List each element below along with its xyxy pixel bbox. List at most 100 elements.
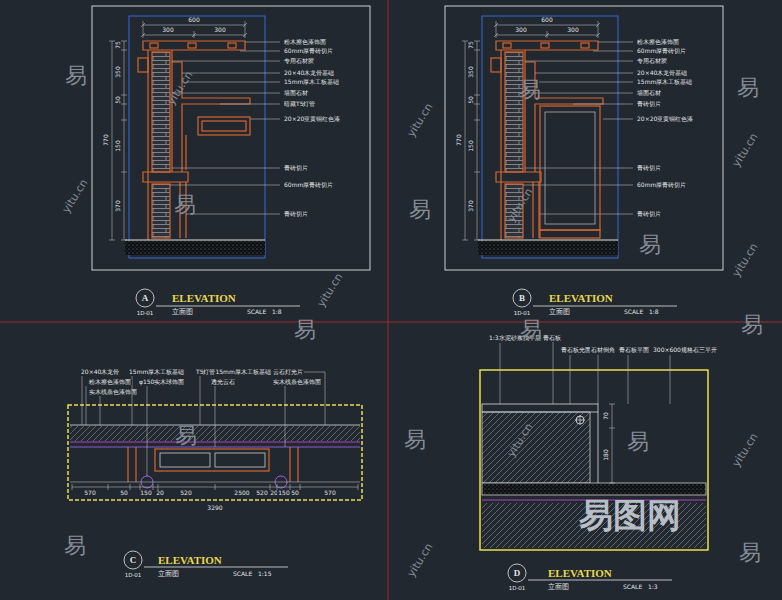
material-note: 青石板光面 (560, 347, 592, 353)
material-note: 青石板平面 (618, 347, 650, 353)
dimension: 300 (213, 27, 226, 33)
dimension: 770 (456, 133, 462, 146)
dimension: 180 (603, 448, 609, 461)
title-symbol (528, 580, 672, 581)
watermark: 易 (174, 194, 196, 216)
material-note: 石材倒角 (590, 347, 616, 353)
drawing-number: 1D-01 (137, 311, 154, 317)
watermark: 易 (519, 79, 541, 101)
dimension: 150 (277, 490, 290, 496)
watermark: 易 (294, 319, 316, 341)
watermark-url: yitu.cn (60, 177, 89, 215)
scale-value: 1:3 (648, 584, 658, 590)
cabinet-detail (540, 230, 600, 238)
material-note: 20×40木龙骨基础 (283, 70, 335, 76)
view-title: ELEVATION (172, 293, 236, 304)
watermark: 易 (639, 234, 661, 256)
scale-label: SCALE (624, 309, 643, 315)
material-note: 粉木擦色漆饰面 (283, 39, 327, 45)
section-geometry (188, 43, 196, 48)
plan-section-c (160, 453, 210, 467)
material-note: 20×40木龙骨基础 (636, 70, 688, 76)
dimension: 300 (566, 27, 579, 33)
watermark: 易 (520, 319, 542, 341)
dimension: 20 (155, 490, 165, 496)
dimension: 300 (161, 27, 174, 33)
watermark: 易 (737, 77, 759, 99)
watermark-url: yitu.cn (505, 421, 534, 459)
dimension: 70 (603, 411, 609, 421)
section-geometry (125, 241, 265, 255)
material-note: 青砖切片 (283, 165, 309, 171)
plan-section-c (68, 372, 362, 500)
section-geometry (141, 21, 247, 38)
watermark-url: yitu.cn (165, 69, 194, 107)
section-geometry (138, 41, 250, 240)
dimension: 570 (323, 490, 336, 496)
cabinet-detail (202, 121, 246, 131)
view-letter: C (130, 556, 137, 565)
plan-section-c (82, 372, 325, 476)
dimension: 50 (119, 490, 129, 496)
material-note: 青石板 (542, 335, 562, 341)
title-symbol (156, 306, 300, 307)
material-note: 粉木擦色漆饰面 (636, 39, 680, 45)
watermark-url: yitu.cn (730, 431, 759, 469)
material-note: 60mm厚青砖切片 (283, 182, 334, 188)
cabinet-detail (198, 117, 250, 135)
view-subtitle: 立面图 (172, 309, 193, 316)
material-note: 15mm厚木工板基础 (283, 79, 340, 85)
plan-section-c (128, 447, 298, 482)
dimension: 3290 (206, 505, 223, 511)
dimension: 2500 (233, 490, 250, 496)
section-geometry (150, 43, 158, 48)
watermark: 易 (409, 199, 431, 221)
dimension: 370 (115, 199, 121, 212)
drawing-number: 1D-01 (509, 586, 526, 592)
material-note: φ150实木球饰面 (138, 379, 185, 385)
material-note: 青砖切片 (283, 211, 309, 217)
title-symbol (533, 306, 677, 307)
material-note: 15mm厚木工板基础 (128, 369, 185, 375)
scale-label: SCALE (233, 571, 252, 577)
step-section-d (500, 342, 670, 404)
dimension: 350 (468, 65, 474, 78)
plan-section-c (155, 449, 269, 471)
step-section-d (480, 342, 708, 550)
material-note: 60mm厚青砖切片 (636, 182, 687, 188)
step-section-d (482, 412, 590, 483)
view-divider (0, 322, 782, 323)
material-note: 15mm厚木工板基础 (636, 79, 693, 85)
dimension: 150 (468, 139, 474, 152)
material-note: 青砖切片 (636, 211, 662, 217)
title-symbol (124, 551, 142, 569)
material-note: 专用石材胶 (636, 58, 668, 64)
cabinet-detail (545, 112, 595, 224)
watermark: 易 (404, 429, 426, 451)
plan-section-c (70, 482, 360, 483)
watermark: 易 (64, 535, 86, 557)
section-geometry (171, 50, 172, 172)
view-subtitle: 立面图 (158, 571, 179, 578)
material-note: 暗藏T5灯管 (283, 101, 316, 107)
section-geometry (152, 52, 170, 172)
dimension: 75 (115, 40, 121, 50)
dimension: 75 (468, 40, 474, 50)
plan-section-c (160, 453, 265, 467)
section-geometry (445, 6, 723, 270)
section-geometry (121, 41, 127, 240)
scale-value: 1:8 (649, 309, 659, 315)
view-subtitle: 立面图 (549, 309, 570, 316)
section-geometry (152, 184, 170, 238)
watermark-url: yitu.cn (315, 271, 344, 309)
material-note: 20×20亚黄铜红色漆 (636, 116, 694, 122)
dimension: 50 (468, 95, 474, 105)
dimension: 350 (115, 65, 121, 78)
scale-label: SCALE (247, 309, 266, 315)
step-section-d (482, 404, 598, 412)
title-symbol (136, 289, 154, 307)
view-subtitle: 立面图 (548, 584, 569, 591)
watermark-logo: 易图网 (579, 498, 681, 532)
drawing-number: 1D-01 (514, 311, 531, 317)
material-note: 透光云石 (210, 379, 236, 385)
